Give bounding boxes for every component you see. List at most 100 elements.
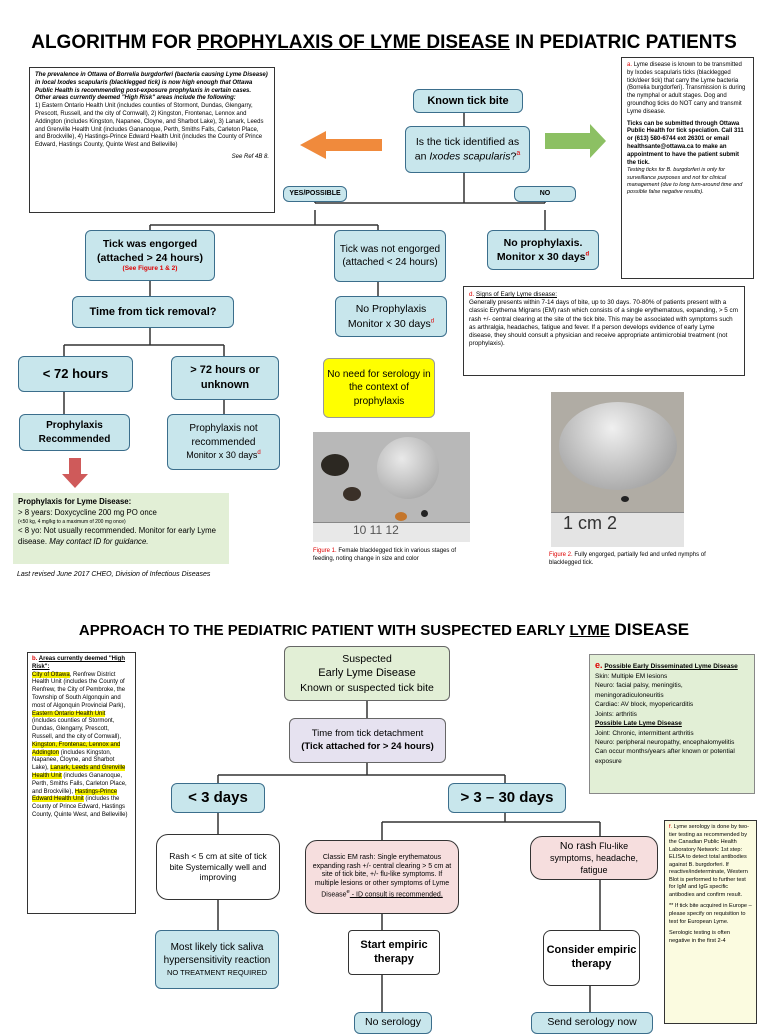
europe-note: ** If tick bite acquired in Europe – ple…: [669, 903, 752, 925]
early-lyme-label: Early Lyme Disease: [318, 667, 416, 680]
lt-72-hours-label: < 72 hours: [42, 366, 109, 382]
footnote-a-marker: a: [516, 150, 521, 158]
footnote-d-marker-3: d: [257, 450, 261, 457]
disseminated-lyme-note: e. Possible Early Disseminated Lyme Dise…: [589, 654, 755, 794]
no-text: NO: [539, 190, 551, 198]
suspected-early-lyme-box: Suspected Early Lyme Disease Known or su…: [284, 646, 450, 701]
send-serology-box: Send serology now: [531, 1012, 653, 1034]
tick-orange-image: [395, 512, 407, 521]
top-title-part-b: PROPHYLAXIS OF LYME DISEASE: [196, 32, 510, 53]
monitor-30-days-label: Monitor x 30 days: [186, 450, 258, 461]
known-tick-bite-label: Known tick bite: [427, 94, 509, 107]
no-prophylaxis2-line1: No Prophylaxis: [355, 303, 427, 316]
known-tick-bite-box: Known tick bite: [413, 89, 523, 113]
identified-question-line1: Is the tick identified as: [415, 136, 520, 149]
consider-empiric-box: Consider empiric therapy: [543, 930, 640, 986]
late-lyme-heading: Possible Late Lyme Disease: [595, 720, 682, 728]
gt-72-hours-label: > 72 hours or unknown: [190, 364, 260, 391]
revised-date: Last revised June 2017 CHEO, Division of…: [17, 571, 211, 578]
not-engorged-text: Tick was not engorged (attached < 24 hou…: [339, 243, 441, 269]
late-joint-text: Joint: Chronic, intermittent arthritis: [595, 729, 694, 737]
figure-reference: (See Figure 1 & 2): [122, 265, 178, 273]
time-detachment-line2: (Tick attached for > 24 hours): [301, 740, 434, 752]
ruler-2: 1 cm 2: [551, 512, 684, 547]
note-e-heading: Possible Early Disseminated Lyme Disease: [604, 663, 738, 670]
lanark-text: (includes Gananoque, Perth, Smiths Falls…: [32, 772, 127, 795]
note-a-label: a.: [627, 62, 633, 68]
small-rash-text: Rash < 5 cm at site of tick bite Systemi…: [169, 851, 267, 883]
bottom-title-part-c: DISEASE: [609, 620, 690, 639]
no-rash-symptoms: Flu-like symptoms, headache, fatigue: [549, 841, 639, 875]
identified-question-an: an: [414, 150, 430, 163]
figure-1-label: Figure 1.: [313, 548, 337, 554]
yes-possible-label: YES/POSSIBLE: [283, 186, 347, 202]
gt-3-30-days-label: > 3 – 30 days: [460, 788, 554, 806]
note-d-heading: Signs of Early Lyme disease:: [476, 291, 557, 298]
tick-engorged-box: Tick was engorged (attached > 24 hours) …: [85, 230, 215, 281]
footnote-d-marker: d: [585, 251, 590, 258]
cardiac-text: Cardiac: AV block, myopericarditis: [595, 701, 694, 709]
id-consult-text: - ID consult is recommended.: [349, 891, 443, 899]
nymph-image: [621, 496, 629, 502]
figure-2-label: Figure 2.: [549, 552, 573, 558]
dosing-heading: Prophylaxis for Lyme Disease:: [18, 497, 132, 506]
consider-empiric-text: Consider empiric therapy: [546, 944, 637, 970]
top-title: ALGORITHM FOR PROPHYLAXIS OF LYME DISEAS…: [0, 32, 768, 54]
lt-72-hours-box: < 72 hours: [18, 356, 133, 392]
time-from-detachment-box: Time from tick detachment (Tick attached…: [289, 718, 446, 763]
yes-possible-text: YES/POSSIBLE: [289, 190, 341, 198]
prophylaxis-recommended-label: Prophylaxis Recommended: [38, 420, 111, 445]
no-prophylaxis-box: No prophylaxis. Monitor x 30 daysd: [487, 230, 599, 270]
start-empiric-box: Start empiric therapy: [348, 930, 440, 975]
tick-partial-image: [343, 487, 361, 501]
no-treatment-text: NO TREATMENT REQUIRED: [166, 967, 267, 977]
note-a-submit-text: Ticks can be submitted through Ottawa Pu…: [627, 120, 744, 166]
joints-text: Joints: arthritis: [595, 710, 637, 718]
bottom-title: APPROACH TO THE PEDIATRIC PATIENT WITH S…: [0, 620, 768, 640]
no-rash-label: No rash: [559, 840, 597, 853]
tick-not-engorged-box: Tick was not engorged (attached < 24 hou…: [334, 230, 446, 282]
suspected-label: Suspected: [342, 652, 392, 665]
early-lyme-signs-note: d. Signs of Early Lyme disease: Generall…: [463, 286, 745, 376]
top-title-part-a: ALGORITHM FOR: [31, 32, 197, 53]
gt-3-30-days-box: > 3 – 30 days: [448, 783, 566, 813]
coin-image-2: [559, 402, 677, 490]
note-a-text: Lyme disease is known to be transmitted …: [627, 62, 746, 115]
kingston-text: (includes Kingston, Napanee, Cloyne, and…: [32, 749, 115, 772]
eastern-ontario: Eastern Ontario Health Unit: [32, 710, 106, 717]
start-empiric-text: Start empiric therapy: [360, 938, 428, 965]
renfrew-text: , Renfrew District Health Unit (includes…: [32, 671, 126, 709]
note-f-label: f.: [669, 824, 673, 830]
green-arrow-right: [545, 124, 606, 158]
em-rash-text: Classic EM rash: Single erythematous exp…: [312, 853, 452, 899]
figure-1-text: Female blacklegged tick in various stage…: [313, 548, 457, 563]
lt-3-days-box: < 3 days: [171, 783, 265, 813]
note-d-label: d.: [469, 291, 475, 298]
time-from-removal-box: Time from tick removal?: [72, 296, 234, 328]
figure-2-caption: Figure 2. Fully engorged, partially fed …: [549, 551, 709, 568]
no-rash-box: No rash Flu-like symptoms, headache, fat…: [530, 836, 658, 880]
footnote-d-marker-2: d: [430, 318, 435, 324]
no-serology-bottom-text: No serology: [364, 1016, 422, 1029]
no-serology-box: No need for serology in the context of p…: [323, 358, 435, 418]
hypersensitivity-text: Most likely tick saliva hypersensitivity…: [163, 941, 271, 967]
prophylaxis-recommended-box: Prophylaxis Recommended: [19, 414, 130, 451]
prevalence-text: The prevalence in Ottawa of Borrelia bur…: [35, 72, 268, 94]
classic-em-rash-box: Classic EM rash: Single erythematous exp…: [305, 840, 459, 914]
no-prophylaxis-line2: Monitor x 30 days: [496, 251, 586, 263]
neuro-text: Neuro: facial palsy, meningitis, meningo…: [595, 682, 683, 699]
coin-image: [377, 437, 439, 499]
high-risk-areas-note: b. Areas currently deemed "High Risk": C…: [27, 652, 136, 914]
note-b-heading: Areas currently deemed "High Risk":: [32, 656, 126, 670]
bottom-title-part-b: LYME: [569, 622, 610, 639]
top-flow-connectors: [62, 112, 606, 488]
no-label: NO: [514, 186, 576, 202]
no-prophylaxis2-line2: Monitor x 30 days: [347, 317, 431, 330]
skin-text: Skin: Multiple EM lesions: [595, 673, 668, 681]
note-b-label: b.: [32, 656, 38, 662]
serology-negative-note: Serologic testing is often negative in t…: [669, 930, 730, 944]
dosing-under-8: < 8 yo: Not usually recommended. Monitor…: [18, 525, 216, 546]
dosing-weight-note: (<50 kg, 4 mg/kg to a maximum of 200 mg …: [18, 518, 126, 525]
note-d-text: Generally presents within 7-14 days of b…: [469, 299, 738, 348]
engorged-line1: Tick was engorged: [102, 237, 198, 250]
